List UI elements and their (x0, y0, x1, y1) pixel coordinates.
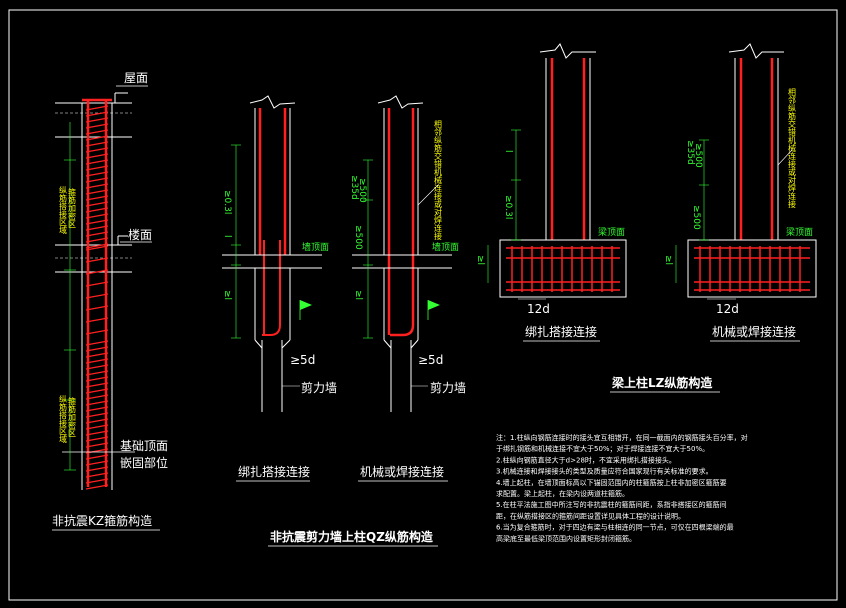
note-line: 距，在纵筋搭接区的箍筋间距设置详见具体工程的设计说明。 (496, 511, 685, 520)
note-line: 求配置。梁上起柱，在梁内设两道柱箍筋。 (496, 489, 629, 498)
kz-zone-bot-sub: 箍筋加密区 (68, 396, 77, 437)
qz-right-annot: 相邻纵筋交错机械连接或对焊连接 (434, 119, 443, 241)
lz-right-caption: 机械或焊接连接 (712, 324, 796, 339)
qz-right-dim2: ≥500 (353, 225, 363, 250)
qz-right-dim1b: ≥500 (357, 178, 367, 203)
qz-right-detail: ≥35d ≥500 ≥500 ≥l 墙顶面 相邻纵筋交错机械连接或对焊连接 ≥5… (349, 95, 466, 482)
kz-title: 非抗震KZ箍筋构造 (52, 513, 152, 528)
kz-zone-top-sub: 箍筋加密区 (68, 187, 77, 228)
lz-left-12d: 12d (527, 302, 550, 316)
lz-right-dim1: ≥35d (685, 140, 695, 165)
lz-left-dim2: ≥l (475, 255, 485, 265)
lz-left-detail: l ≥0.3l ≥l 梁顶面 12d 绑扎搭接连接 (475, 43, 627, 342)
kz-zone-top: 纵筋搭接区域 (59, 186, 68, 234)
note-line: 高梁底至最低梁顶范围内设置矩形封闭箍筋。 (496, 534, 636, 543)
qz-left-l: l (222, 235, 232, 238)
note-line: 4.墙上起柱，在墙顶面标高以下锚固范围内的柱箍筋按上柱非加密区箍筋要 (496, 478, 727, 487)
qz-right-5d: ≥5d (418, 353, 443, 367)
lz-left-top: 梁顶面 (598, 226, 625, 238)
qz-left-caption: 绑扎搭接连接 (238, 464, 310, 479)
qz-title: 非抗震剪力墙上柱QZ纵筋构造 (270, 529, 434, 544)
qz-right-dim3: ≥l (353, 290, 363, 300)
kz-roof-label: 屋面 (124, 71, 148, 85)
drawing-border (8, 9, 838, 601)
kz-base-line2: 嵌固部位 (120, 455, 168, 470)
note-line: 2.柱纵向钢筋直径大于d>28时，不宜采用绑扎搭接接头。 (496, 455, 676, 464)
lz-right-top: 梁顶面 (786, 226, 813, 238)
kz-floor-label: 楼面 (128, 227, 152, 242)
qz-left-5d: ≥5d (290, 353, 315, 367)
note-line: 6.当为复合箍筋时，对于四边有梁与柱相连的同一节点，可仅在四根梁端的最 (496, 523, 734, 532)
qz-left-dim2: ≥l (222, 290, 232, 300)
lz-right-detail: ≥35d ≥500 ≥500 ≥l 梁顶面 相邻纵筋交错机械连接或对焊连接 12… (663, 43, 817, 342)
lz-right-dim2: ≥500 (691, 205, 701, 230)
kz-detail: 屋面 楼面 纵筋搭接区域 箍筋加密区 纵筋搭接区域 箍筋加密区 基础顶面 嵌固部… (52, 71, 168, 531)
qz-right-wall: 剪力墙 (430, 380, 466, 395)
lz-title: 梁上柱LZ纵筋构造 (611, 375, 713, 390)
qz-left-detail: ≥0.3l l ≥l 墙顶面 ≥5d 剪力墙 绑扎搭接连接 (222, 95, 337, 482)
lz-right-dim1b: ≥500 (693, 143, 703, 168)
qz-right-top: 墙顶面 (432, 241, 459, 253)
note-line: 注：1.柱纵向钢筋连接时的接头宜互相错开，在同一截面内的钢筋接头百分率，对 (496, 433, 748, 442)
kz-zone-bot: 纵筋搭接区域 (59, 395, 68, 443)
qz-left-top: 墙顶面 (302, 241, 329, 253)
lz-right-dim3: ≥l (663, 255, 673, 265)
note-line: 5.在柱平法施工图中所注写的非抗震柱的箍筋间距，系指非搭接区的箍筋间 (496, 500, 727, 509)
lz-left-l: l (503, 150, 513, 153)
note-line: 于绑扎钢筋和机械连接不宜大于50%；对于焊接连接不宜大于50%。 (496, 444, 709, 453)
notes: 注：1.柱纵向钢筋连接时的接头宜互相错开，在同一截面内的钢筋接头百分率，对 于绑… (496, 433, 748, 543)
lz-right-annot: 相邻纵筋交错机械连接或对焊连接 (788, 87, 797, 209)
qz-left-dim1: ≥0.3l (222, 190, 232, 214)
lz-left-dim1: ≥0.3l (503, 195, 513, 219)
qz-right-caption: 机械或焊接连接 (360, 464, 444, 479)
note-line: 3.机械连接和焊接接头的类型及质量应符合国家现行有关标准的要求。 (496, 467, 713, 476)
kz-base-line1: 基础顶面 (120, 439, 168, 453)
lz-right-12d: 12d (716, 302, 739, 316)
lz-left-caption: 绑扎搭接连接 (525, 324, 597, 339)
qz-left-wall: 剪力墙 (301, 380, 337, 395)
qz-right-dim1: ≥35d (349, 175, 359, 200)
